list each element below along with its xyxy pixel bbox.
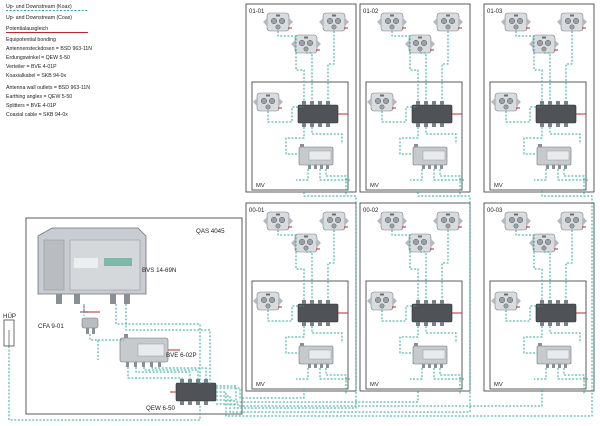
room-label: 01-02: [363, 9, 379, 15]
headend-frame: [25, 217, 243, 415]
room-label: 01-01: [249, 9, 265, 15]
room-inner-frame: [251, 280, 349, 390]
trunk-cable: [216, 390, 543, 407]
room-inner-frame: [365, 280, 463, 390]
grounding-block-icon: [535, 299, 577, 327]
legend-en-item: Coaxial cable = SKB 94-0x: [6, 112, 68, 118]
trunk-cable: [216, 387, 305, 399]
legend-coax-en: Up- and Downstream (Coax): [6, 15, 72, 21]
splitter-icon: [298, 143, 334, 170]
legend-de-item: Antennensteckdosen = BSD 963-11N: [6, 46, 92, 52]
grounding-block-icon: [297, 299, 339, 327]
room-frame: [245, 3, 357, 193]
splitter-icon: [536, 342, 572, 369]
room-frame: [359, 3, 471, 193]
amplifier-icon: [37, 227, 147, 304]
bve-splitter-icon: [119, 334, 169, 367]
room-mv-label: MV: [256, 183, 265, 189]
splitter-icon: [536, 143, 572, 170]
legend-bond-de: Potentialausgleich: [6, 26, 48, 32]
room-frame: [359, 202, 471, 392]
legend-de-item: Koaxialkabel = SKB 94-0x: [6, 73, 67, 79]
room-frame: [483, 3, 595, 193]
cfa-label: CFA 9-01: [38, 323, 64, 330]
legend-de-item: Erdungswinkel = QEW 5-50: [6, 55, 70, 61]
room-frame: [245, 202, 357, 392]
room-frame: [483, 202, 595, 392]
room-mv-label: MV: [494, 183, 503, 189]
legend-bond-en: Equipotential bonding: [6, 37, 56, 43]
legend-en-item: Splitters = BVE 4-01P: [6, 103, 57, 109]
legend-coax-de: Up- und Downstream (Koax): [6, 4, 72, 10]
room-mv-label: MV: [370, 183, 379, 189]
grounding-block-icon: [411, 100, 453, 128]
legend-en-item: Earthing angles = QEW 5-50: [6, 94, 72, 100]
room-mv-label: MV: [370, 382, 379, 388]
qas-label: QAS 4045: [196, 228, 225, 235]
legend-en-item: Antenna wall outlets = BSD 963-11N: [6, 85, 90, 91]
room-label: 00-01: [249, 208, 265, 214]
room-inner-frame: [251, 81, 349, 191]
legend-de-item: Verteiler = BVE 4-01P: [6, 64, 57, 70]
room-label: 00-03: [487, 208, 503, 214]
splitter-icon: [412, 143, 448, 170]
splitter-icon: [298, 342, 334, 369]
room-mv-label: MV: [256, 382, 265, 388]
room-mv-label: MV: [494, 382, 503, 388]
trunk-cable: [216, 190, 357, 409]
qew-label: QEW 6-50: [146, 405, 175, 412]
grounding-block-icon: [411, 299, 453, 327]
bve-label: BVE 6-02P: [166, 352, 197, 359]
room-label: 01-03: [487, 9, 503, 15]
room-label: 00-02: [363, 208, 379, 214]
room-inner-frame: [489, 81, 587, 191]
room-inner-frame: [489, 280, 587, 390]
trunk-cable: [216, 190, 593, 417]
bvs-label: BVS 14-69N: [142, 267, 176, 274]
trunk-cable: [216, 385, 419, 403]
grounding-block-icon: [297, 100, 339, 128]
cfa-icon: [81, 317, 99, 334]
room-inner-frame: [365, 81, 463, 191]
grounding-block-icon: [535, 100, 577, 128]
splitter-icon: [412, 342, 448, 369]
hup-label: HÜP: [3, 313, 16, 320]
trunk-cable: [216, 190, 471, 413]
